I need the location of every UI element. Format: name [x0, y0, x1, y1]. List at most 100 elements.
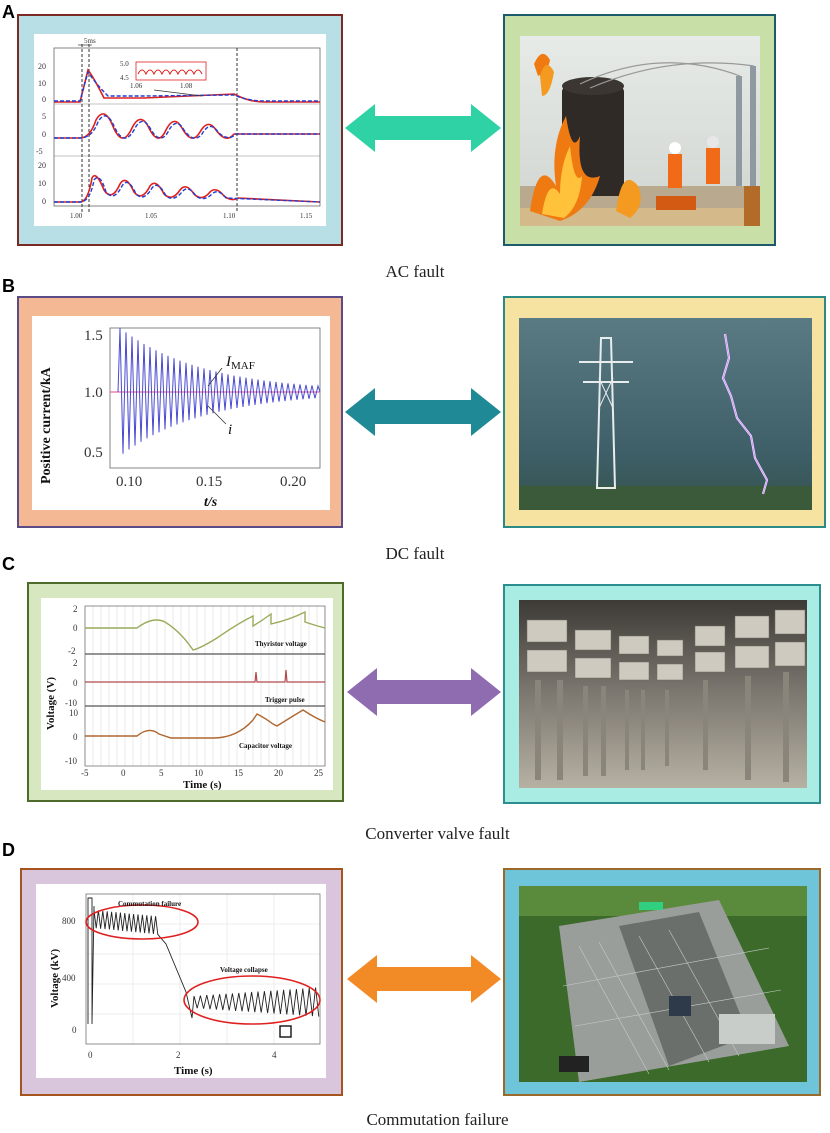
- panel-c-double-arrow: [347, 668, 501, 716]
- dc-ylabel: Positive current/kA: [39, 366, 54, 484]
- panel-d-double-arrow: [347, 955, 501, 1003]
- tick-a-x-115: 1.15: [300, 212, 313, 220]
- converter-valve-voltage-chart: Voltage (V) 2 0 -2 2 0 -10 10 0 -10 -5 0…: [41, 598, 333, 790]
- cf-label-collapse: Voltage collapse: [220, 966, 268, 974]
- commutation-failure-voltage-chart: Voltage (kV) 800 400 0 0 2 4 Time (s) Co…: [36, 884, 326, 1078]
- cf-commutation-ellipse: [85, 904, 199, 940]
- cv-trigger-curve: [85, 669, 325, 683]
- dc-tick-x-020: 0.20: [280, 474, 306, 490]
- panel-c-left-frame: Voltage (V) 2 0 -2 2 0 -10 10 0 -10 -5 0…: [27, 582, 344, 802]
- tick-a-s3-20: 20: [38, 161, 46, 170]
- tick-a-x-100: 1.00: [70, 212, 83, 220]
- panel-a-double-arrow: [345, 104, 501, 152]
- ac-sub2-red-curve: [54, 113, 320, 139]
- ac-sub3-blue-curve: [54, 177, 321, 203]
- cv-label-capacitor: Capacitor voltage: [239, 742, 292, 750]
- cv-tick-x-5: 5: [159, 768, 164, 778]
- cv-tick-y2-0: 0: [73, 678, 78, 688]
- tick-a-x-110: 1.10: [223, 212, 236, 220]
- cv-label-trigger: Trigger pulse: [265, 696, 305, 704]
- cv-tick-y3-10: 10: [69, 708, 79, 718]
- panel-a-chart: 5ms 20 10 0 5 0 -5 20 10 0 1.00 1.05 1.1…: [34, 34, 326, 226]
- caption-ac-fault: AC fault: [385, 262, 445, 281]
- caption-commutation-failure: Commutation failure: [366, 1110, 509, 1129]
- dc-label-imaf: IMAF: [225, 354, 255, 372]
- panel-letter-b: B: [2, 276, 15, 296]
- cv-ylabel: Voltage (V): [45, 677, 57, 730]
- converter-station-aerial-photo: [519, 886, 807, 1082]
- panel-a-right-frame: [503, 14, 776, 246]
- caption-dc-fault: DC fault: [385, 544, 445, 563]
- dc-tick-y-15: 1.5: [84, 328, 103, 344]
- cv-thyristor-curve: [85, 610, 326, 651]
- cf-tick-x-2: 2: [176, 1050, 181, 1060]
- panel-letter-a: A: [2, 2, 15, 22]
- cf-label-commutation: Commutation failure: [118, 900, 181, 908]
- panel-b-right-frame: [503, 296, 826, 528]
- tick-a-s1-20: 20: [38, 62, 46, 71]
- cv-tick-y3-m10b: -10: [65, 756, 77, 766]
- cf-tick-y-0: 0: [72, 1025, 77, 1035]
- tick-a-s3-10: 10: [38, 179, 46, 188]
- tick-a-s2-0: 0: [42, 130, 46, 139]
- panel-d-left-frame: Voltage (kV) 800 400 0 0 2 4 Time (s) Co…: [20, 868, 343, 1096]
- lightning-tower-photo: [519, 318, 812, 510]
- cf-tick-x-0: 0: [88, 1050, 93, 1060]
- cv-tick-x-0: 0: [121, 768, 126, 778]
- dc-tick-x-015: 0.15: [196, 474, 222, 490]
- annotation-5ms: 5ms: [84, 37, 96, 45]
- tick-a-x-105: 1.05: [145, 212, 158, 220]
- cv-tick-x-20: 20: [274, 768, 284, 778]
- ac-sub2-blue-curve: [54, 115, 320, 139]
- panel-b-left-frame: Positive current/kA 1.5 1.0 0.5 0.10 0.1…: [17, 296, 343, 528]
- cv-tick-y1-m2: -2: [68, 646, 76, 656]
- cv-tick-y2-2: 2: [73, 658, 78, 668]
- ac-sub1-blue-curve: [54, 70, 320, 102]
- panel-letter-c: C: [2, 554, 15, 574]
- inset-tick-50: 5.0: [120, 60, 129, 68]
- cv-tick-y1-2: 2: [73, 604, 78, 614]
- dc-tick-x-010: 0.10: [116, 474, 142, 490]
- cv-tick-y3-0: 0: [73, 732, 78, 742]
- cf-xlabel: Time (s): [174, 1065, 213, 1077]
- panel-d-right-frame: [503, 868, 821, 1096]
- cv-xlabel: Time (s): [183, 779, 222, 790]
- panel-b-double-arrow: [345, 388, 501, 436]
- caption-converter-valve-fault: Converter valve fault: [365, 824, 510, 843]
- tick-a-s1-10: 10: [38, 79, 46, 88]
- cv-tick-y1-0: 0: [73, 623, 78, 633]
- cf-ylabel: Voltage (kV): [49, 948, 61, 1008]
- cf-marker-square: [279, 1025, 292, 1038]
- inset-tick-106: 1.06: [130, 82, 143, 90]
- cv-label-thyristor: Thyristor voltage: [255, 640, 307, 648]
- dc-fault-current-chart: Positive current/kA 1.5 1.0 0.5 0.10 0.1…: [32, 316, 330, 510]
- tick-a-s2-5: 5: [42, 112, 46, 121]
- cf-voltage-waveform: [87, 897, 320, 1025]
- dc-current-oscillation: [117, 327, 321, 454]
- cv-tick-x-15: 15: [234, 768, 244, 778]
- tick-a-s1-0: 0: [42, 95, 46, 104]
- ac-fault-waveform-chart: 5ms 20 10 0 5 0 -5 20 10 0 1.00 1.05 1.1…: [34, 34, 326, 226]
- panel-a-left-frame: 5ms 20 10 0 5 0 -5 20 10 0 1.00 1.05 1.1…: [17, 14, 343, 246]
- cf-collapse-ellipse: [183, 975, 321, 1025]
- ac-sub3-red-curve: [54, 174, 321, 203]
- cf-tick-y-800: 800: [62, 916, 76, 926]
- cv-capacitor-curve: [85, 709, 326, 739]
- cf-tick-y-400: 400: [62, 973, 76, 983]
- dc-label-i: i: [228, 422, 232, 438]
- ac-sub1-red-curve: [54, 68, 320, 103]
- inset-tick-45: 4.5: [120, 74, 129, 82]
- converter-valve-hall-photo: [519, 600, 807, 788]
- cv-tick-x-10: 10: [194, 768, 204, 778]
- inset-tick-108: 1.08: [180, 82, 193, 90]
- panel-d-chart: Voltage (kV) 800 400 0 0 2 4 Time (s) Co…: [36, 884, 326, 1078]
- dc-xlabel: t/s: [204, 495, 218, 510]
- panel-c-right-frame: [503, 584, 821, 804]
- tick-a-s3-0: 0: [42, 197, 46, 206]
- cv-tick-x-25: 25: [314, 768, 324, 778]
- cf-tick-x-4: 4: [272, 1050, 277, 1060]
- dc-tick-y-05: 0.5: [84, 445, 103, 461]
- transformer-fire-photo: [520, 36, 760, 226]
- panel-b-chart: Positive current/kA 1.5 1.0 0.5 0.10 0.1…: [32, 316, 330, 510]
- tick-a-s2-m5: -5: [36, 147, 43, 156]
